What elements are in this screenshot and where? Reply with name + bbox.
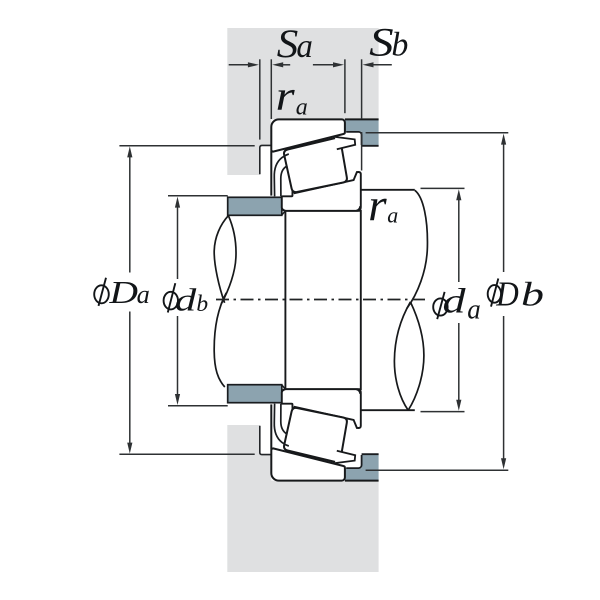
- svg-text:S: S: [369, 20, 394, 65]
- svg-text:d: d: [175, 282, 197, 317]
- svg-text:d: d: [443, 283, 467, 321]
- svg-text:r: r: [368, 179, 388, 230]
- svg-text:D: D: [495, 275, 518, 314]
- svg-text:b: b: [196, 291, 208, 317]
- svg-text:a: a: [296, 94, 308, 120]
- svg-text:D: D: [108, 275, 138, 310]
- svg-text:a: a: [137, 279, 150, 309]
- svg-text:a: a: [387, 203, 398, 228]
- svg-text:b: b: [521, 277, 544, 314]
- svg-text:a: a: [467, 294, 481, 326]
- svg-text:S: S: [277, 21, 299, 66]
- svg-text:b: b: [391, 27, 408, 64]
- svg-text:r: r: [276, 74, 296, 120]
- svg-text:a: a: [296, 28, 313, 65]
